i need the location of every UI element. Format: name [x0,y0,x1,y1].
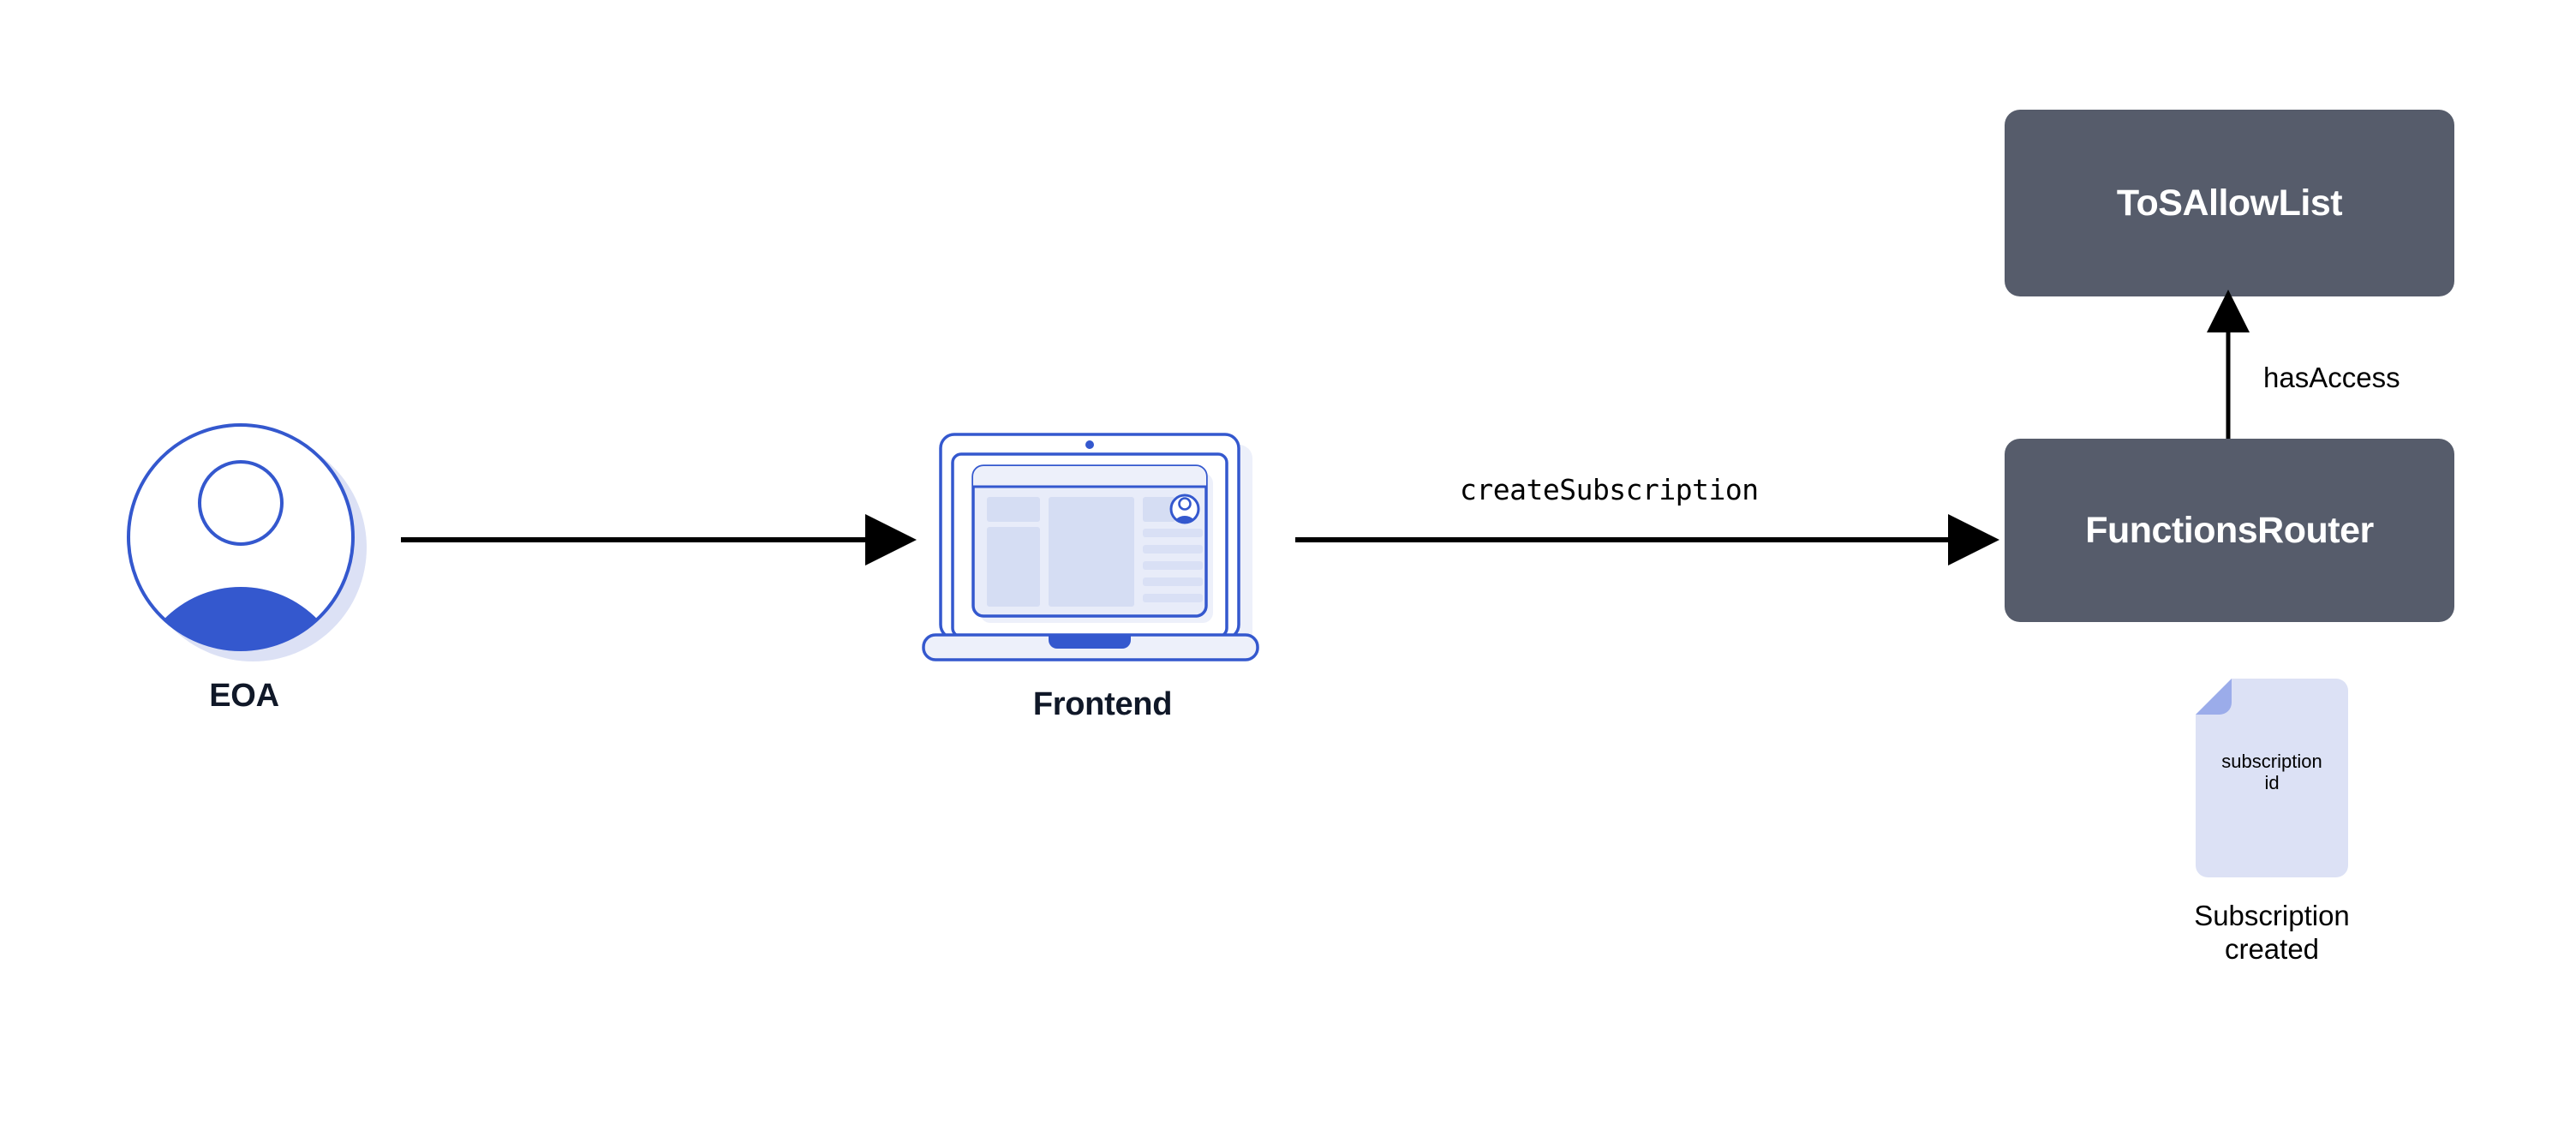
actor-frontend-label: Frontend [1032,686,1173,722]
actor-eoa-label: EOA [209,678,279,714]
note-caption: Subscription created [2194,900,2350,965]
arrow-eoa-to-frontend [401,514,917,566]
node-functions-router-label: FunctionsRouter [2085,509,2374,551]
screen-avatar-icon [1169,494,1200,524]
note-subscription-created[interactable]: subscription id Subscription created [2152,679,2392,966]
laptop-icon [922,433,1259,661]
actor-frontend[interactable]: Frontend [918,426,1287,723]
arrow-functions-router-to-tos-allowlist [2207,290,2250,441]
edge-label-has-access: hasAccess [2263,362,2400,393]
actor-eoa[interactable]: EOA [120,417,368,715]
edge-label-create-subscription: createSubscription [1460,473,1759,506]
user-avatar-icon [127,423,367,661]
node-tos-allowlist[interactable]: ToSAllowList [2005,110,2454,296]
arrow-frontend-to-functions-router [1295,514,1999,566]
node-functions-router[interactable]: FunctionsRouter [2005,439,2454,622]
document-icon [2196,679,2348,877]
node-tos-allowlist-label: ToSAllowList [2116,182,2343,224]
